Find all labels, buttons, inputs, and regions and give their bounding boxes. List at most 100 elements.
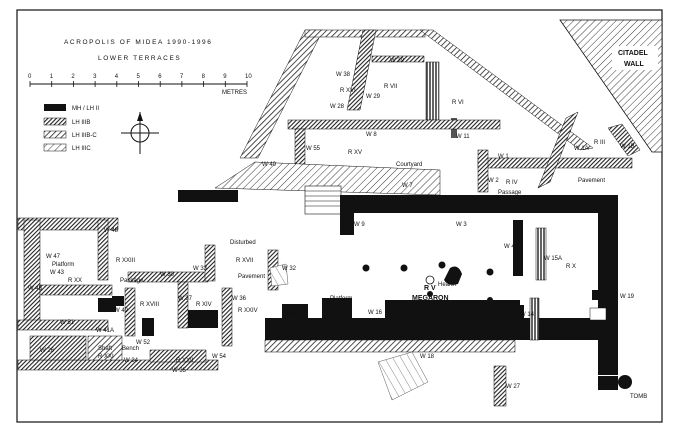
label-pavement-e: Pavement bbox=[578, 178, 605, 184]
scale-tick-label: 6 bbox=[158, 74, 162, 80]
label-w8: W 8 bbox=[366, 132, 377, 138]
wall-w4 bbox=[513, 220, 523, 276]
label-w30: W 30 bbox=[160, 272, 175, 278]
label-w17: W 17 bbox=[422, 320, 437, 326]
wall-w33 bbox=[204, 244, 216, 282]
legend-label-0: MH / LH II bbox=[72, 106, 99, 112]
label-w33: W 33 bbox=[193, 266, 208, 272]
label-w1: W 1 bbox=[498, 154, 509, 160]
wall-w45 bbox=[23, 219, 41, 329]
scale-tick-label: 2 bbox=[71, 74, 75, 80]
wall-w8 bbox=[287, 119, 501, 130]
label-w36: W 36 bbox=[232, 296, 247, 302]
label-w37: W 37 bbox=[178, 296, 193, 302]
label-niche: Niche bbox=[285, 311, 301, 317]
label-shaft: Shaft bbox=[98, 346, 112, 352]
label-w52: W 52 bbox=[136, 340, 151, 346]
wall-w1a bbox=[537, 111, 579, 189]
wall-w55 bbox=[294, 128, 306, 166]
megaron-north-wall bbox=[340, 195, 618, 213]
scale-tick-label: 3 bbox=[93, 74, 97, 80]
wall-w38 bbox=[346, 29, 377, 111]
wall-w1b bbox=[607, 123, 641, 157]
label-disturbed: Disturbed bbox=[230, 240, 256, 246]
label-w55: W 55 bbox=[306, 146, 321, 152]
label-w54: W 54 bbox=[212, 354, 227, 360]
label-w28: W 28 bbox=[330, 104, 345, 110]
label-platform: Platform bbox=[52, 262, 74, 268]
label-w51: W 51 bbox=[60, 320, 75, 326]
citadel-wall-label-1: CITADEL bbox=[618, 50, 649, 57]
wall-w14 bbox=[514, 305, 524, 319]
label-courtyard: Courtyard bbox=[396, 162, 422, 168]
wall-w53-top bbox=[178, 190, 238, 202]
label-rvi: R VI bbox=[452, 100, 464, 106]
hearth-feature bbox=[444, 266, 462, 285]
wall-w34-block bbox=[149, 349, 207, 363]
wall-rxi bbox=[529, 297, 540, 341]
wall-w26 bbox=[29, 335, 87, 361]
label-platform-c: Platform bbox=[330, 296, 352, 302]
label-rvii: R VII bbox=[384, 84, 398, 90]
label-rx: R X bbox=[566, 264, 576, 270]
scale-unit: METRES bbox=[222, 90, 247, 96]
legend: MH / LH II LH IIIB LH IIIB-C LH IIIC bbox=[43, 104, 99, 152]
upper-terrace-right-wall bbox=[419, 29, 594, 151]
label-rv: R V bbox=[424, 285, 436, 292]
label-pavement-c: Pavement bbox=[238, 274, 265, 280]
label-w3: W 3 bbox=[456, 222, 467, 228]
label-w18: W 18 bbox=[420, 354, 435, 360]
label-rxxii: R XXII bbox=[176, 358, 194, 364]
legend-swatch-black bbox=[44, 104, 66, 111]
wall-w37 bbox=[177, 281, 189, 329]
west-black-block bbox=[142, 318, 154, 336]
label-w45: W 45 bbox=[28, 286, 43, 292]
scale-tick-label: 10 bbox=[245, 74, 252, 80]
label-rxvii: R XVII bbox=[236, 258, 254, 264]
staircase bbox=[304, 185, 342, 215]
wall-w15a bbox=[535, 227, 547, 281]
rock-outcrop-1 bbox=[377, 351, 429, 401]
label-riii: R III bbox=[594, 140, 605, 146]
tomb-block bbox=[598, 376, 618, 390]
label-rxv: R XV bbox=[348, 150, 362, 156]
label-w7: W 7 bbox=[402, 183, 413, 189]
label-rxxiv: R XXIV bbox=[238, 308, 258, 314]
label-w49: W 49 bbox=[114, 308, 129, 314]
legend-label-2: LH IIIB-C bbox=[72, 133, 97, 139]
label-rxviii: R XVIII bbox=[140, 302, 159, 308]
megaron-east-wall bbox=[598, 195, 618, 375]
label-rxxi: R XXI bbox=[98, 354, 114, 360]
scale-tick-label: 7 bbox=[180, 74, 184, 80]
label-w29: W 29 bbox=[366, 94, 381, 100]
legend-label-3: LH IIIC bbox=[72, 146, 91, 152]
label-w41a: W 41A bbox=[96, 328, 114, 334]
label-w26: W 26 bbox=[40, 348, 55, 354]
wall-w2 bbox=[477, 149, 489, 193]
legend-swatch-mid-hatch bbox=[43, 130, 67, 139]
label-w32: W 32 bbox=[282, 266, 297, 272]
label-w14: W 14 bbox=[520, 312, 535, 318]
scale-tick-label: 5 bbox=[137, 74, 141, 80]
legend-swatch-light-hatch bbox=[43, 143, 67, 152]
label-w35: W 35 bbox=[172, 368, 187, 374]
wall-w49 bbox=[124, 287, 136, 337]
label-hearth: Hearth bbox=[438, 282, 456, 288]
scale-tick-label: 0 bbox=[28, 74, 32, 80]
megaron-south-wall bbox=[265, 318, 615, 340]
west-wall-horizontal bbox=[17, 217, 119, 231]
map-subtitle: LOWER TERRACES bbox=[98, 55, 181, 62]
citadel-wall-label-2: WALL bbox=[624, 61, 645, 68]
wall-w39 bbox=[371, 55, 425, 63]
map-labels: W 38 W 39 R XVI R VII W 28 W 29 R VI W 8… bbox=[28, 58, 647, 400]
west-wall-bottom bbox=[17, 319, 109, 331]
rock-outcrop-2 bbox=[269, 263, 289, 287]
megaron-niche bbox=[282, 304, 308, 318]
wall-rxiv-block bbox=[188, 310, 218, 328]
scale-tick-label: 9 bbox=[223, 74, 227, 80]
label-rxvi: R XVI bbox=[340, 88, 356, 94]
label-tomb: TOMB bbox=[630, 394, 647, 400]
megaron-west-wall-w9 bbox=[340, 195, 354, 235]
